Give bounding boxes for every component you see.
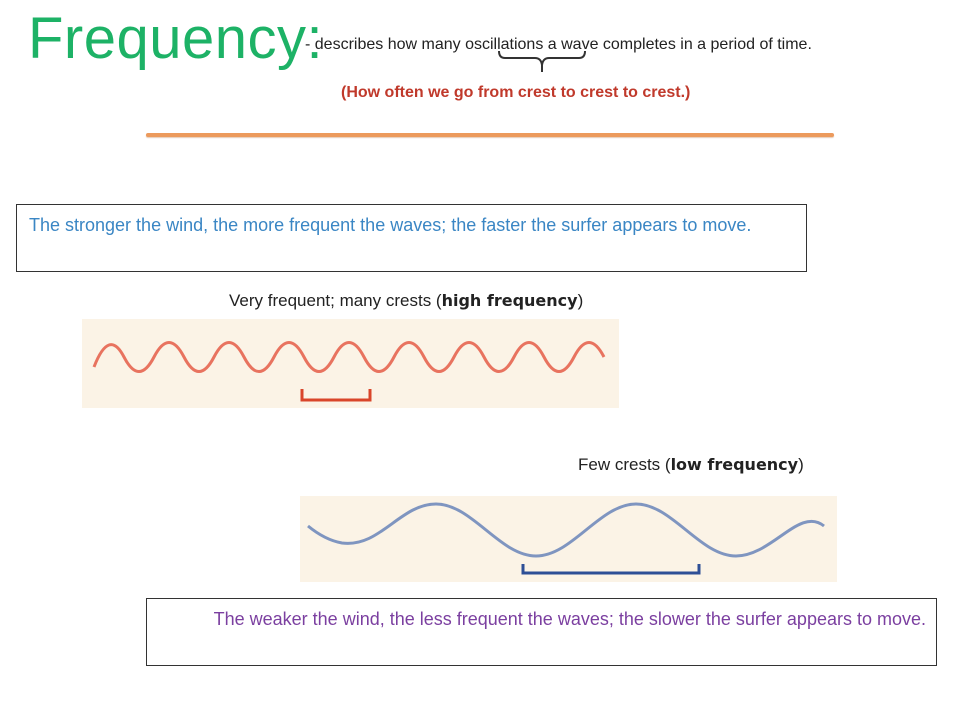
high-frequency-label: Very frequent; many crests (high frequen… (229, 291, 583, 311)
high-frequency-wave (92, 341, 606, 373)
crest-clarification: (How often we go from crest to crest to … (341, 84, 691, 101)
strong-wind-note: The stronger the wind, the more frequent… (16, 204, 807, 272)
low-label-prefix: Few crests ( (578, 455, 671, 474)
low-frequency-label: Few crests (low frequency) (578, 455, 804, 475)
high-wavelength-bracket (300, 389, 372, 402)
low-label-emphasis: low frequency (670, 455, 799, 474)
low-label-suffix: ) (798, 455, 804, 474)
title-divider (146, 133, 834, 137)
brace-icon (498, 50, 586, 72)
low-wavelength-bracket (521, 564, 701, 575)
high-wave-background (82, 319, 619, 408)
high-label-emphasis: high frequency (441, 291, 578, 310)
low-wave-background (300, 496, 837, 582)
low-frequency-wave-image (300, 496, 837, 582)
high-label-suffix: ) (577, 291, 584, 310)
definition-text: - describes how many oscillations a wave… (305, 36, 812, 53)
high-label-prefix: Very frequent; many crests ( (229, 291, 442, 310)
high-frequency-wave-image (82, 319, 619, 408)
low-frequency-wave (307, 502, 825, 558)
page-title: Frequency: (28, 6, 324, 71)
weak-wind-note: The weaker the wind, the less frequent t… (146, 598, 937, 666)
